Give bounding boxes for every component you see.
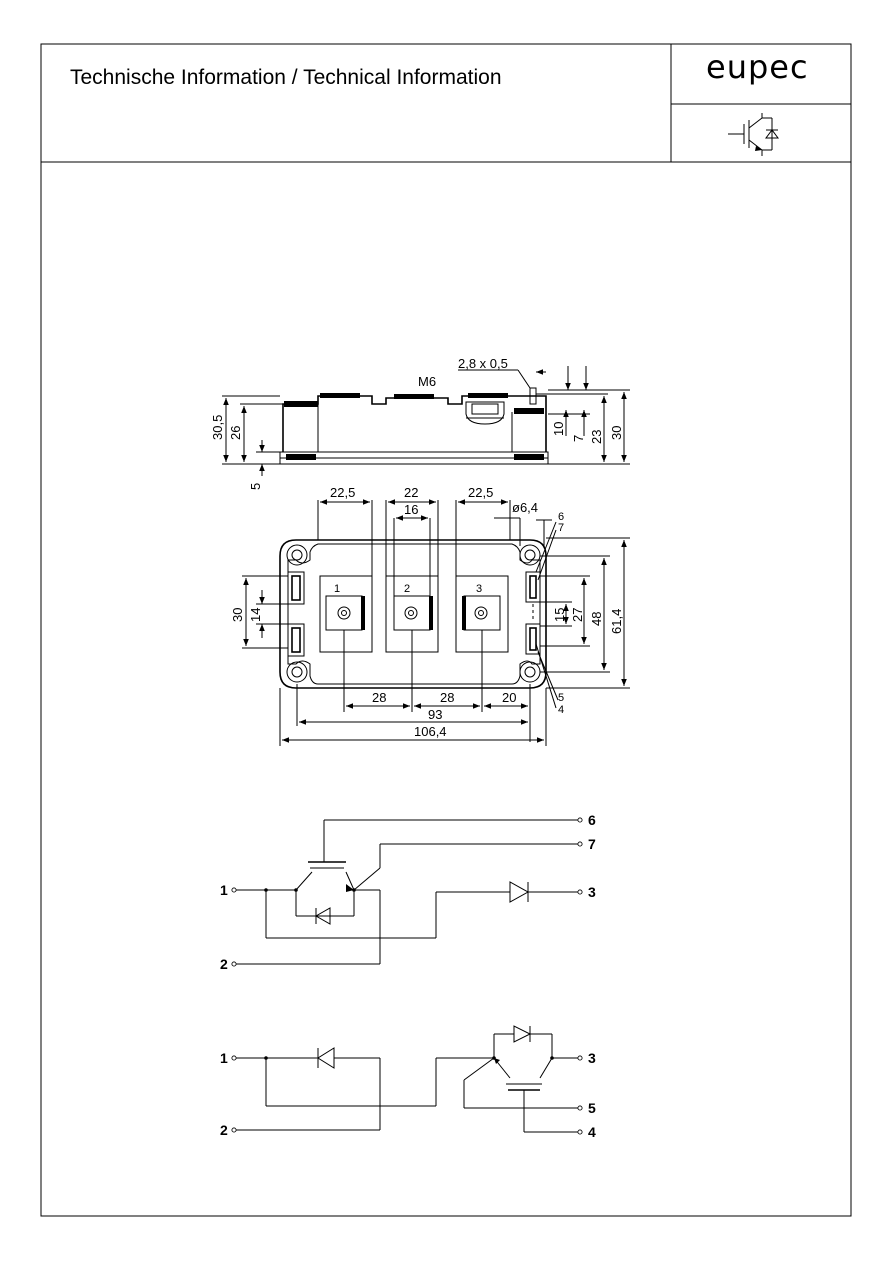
hole-diameter-label: ø6,4 [512,500,538,515]
dim-pitch-22-5-right: 22,5 [468,485,493,500]
terminal-label-2: 2 [404,583,410,595]
dim-base-thickness: 5 [248,483,263,490]
top-view-drawing [279,500,547,689]
top-view-dimensions [242,499,630,746]
aux-label-7: 7 [558,522,564,534]
terminal-label-3: 3 [476,583,482,595]
dim-pitch-22-5-left: 22,5 [330,485,355,500]
pin-size-label: 2,8 x 0,5 [458,356,508,371]
dim-slot-14: 14 [248,608,263,622]
c1-pin-2: 2 [220,956,228,972]
dim-pitch-28-b: 28 [440,690,454,705]
c2-pin-1: 1 [220,1050,228,1066]
aux-label-5: 5 [558,692,564,704]
c2-pin-3: 3 [588,1050,596,1066]
page-title: Technische Information / Technical Infor… [70,66,502,89]
dim-width-61-4: 61,4 [609,609,624,634]
dim-holes-93: 93 [428,707,442,722]
aux-label-4: 4 [558,704,564,716]
dim-holes-48: 48 [589,612,604,626]
c2-pin-2: 2 [220,1122,228,1138]
dim-height-30: 30 [609,426,624,440]
c1-pin-7: 7 [588,836,596,852]
dim-slot-30: 30 [230,608,245,622]
thread-label: M6 [418,374,436,389]
c1-pin-6: 6 [588,812,596,828]
dim-pad-16: 16 [404,502,418,517]
c2-pin-4: 4 [588,1124,596,1140]
side-view-drawing [279,387,608,465]
dim-length-106-4: 106,4 [414,724,447,739]
circuit-diagram-1 [231,817,583,967]
dim-height-housing: 26 [228,426,243,440]
c1-pin-3: 3 [588,884,596,900]
dim-aux-15: 15 [552,608,567,622]
dim-aux-27: 27 [570,608,585,622]
page-frame [40,43,852,1217]
dim-pitch-28-a: 28 [372,690,386,705]
igbt-symbol-icon [728,113,779,156]
dim-pitch-22: 22 [404,485,418,500]
c1-pin-1: 1 [220,882,228,898]
c2-pin-5: 5 [588,1100,596,1116]
dim-pitch-20: 20 [502,690,516,705]
dim-pin-10: 10 [551,422,566,436]
side-view-dimensions [222,366,630,476]
terminal-label-1: 1 [334,583,340,595]
dim-pin-7: 7 [571,435,586,442]
eupec-logo: eupec [706,48,809,86]
dim-height-total: 30,5 [210,415,225,440]
circuit-diagram-2 [231,1025,583,1135]
dim-height-23: 23 [589,430,604,444]
aux-label-6: 6 [558,511,564,523]
